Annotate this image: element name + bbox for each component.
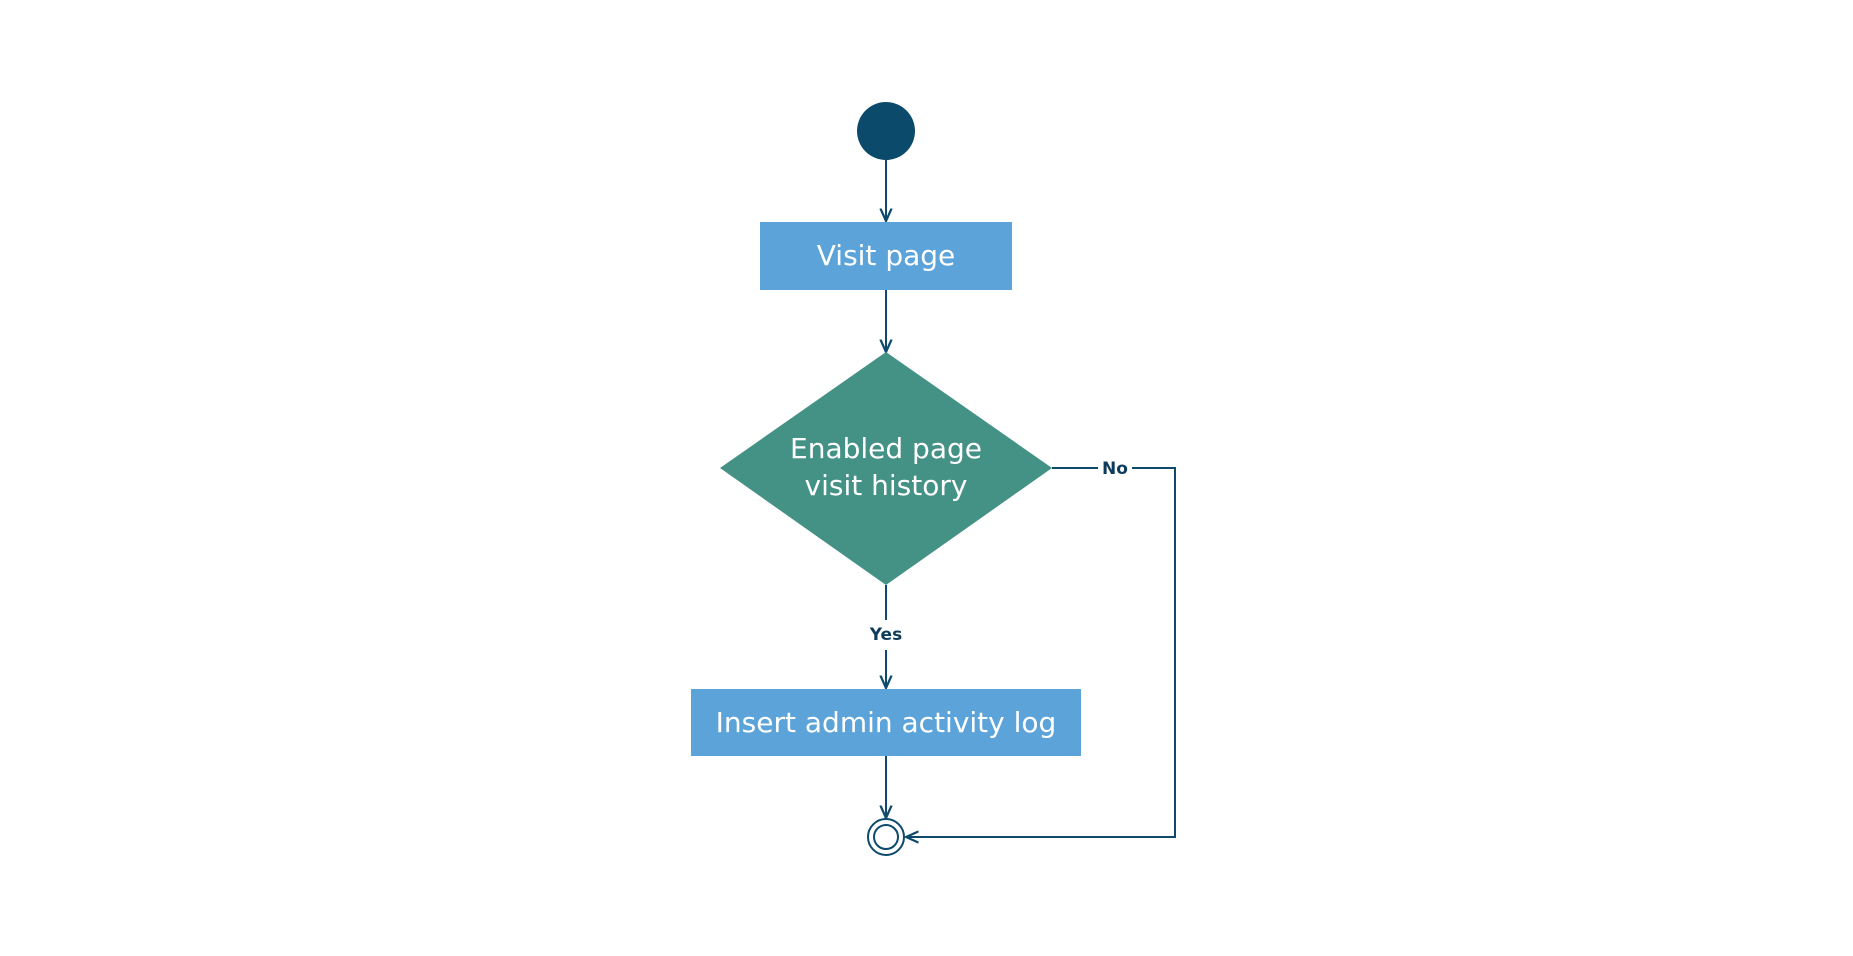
decision-enabled-history	[720, 352, 1052, 585]
action-insert-log	[691, 689, 1081, 756]
action-insert-log-label: Insert admin activity log	[716, 706, 1057, 739]
action-visit-page	[760, 222, 1012, 290]
final-node-inner	[873, 824, 899, 850]
edge-label-yes: Yes	[869, 625, 902, 645]
decision-label-line2: visit history	[805, 469, 968, 502]
decision-label-line1: Enabled page	[790, 432, 982, 465]
action-visit-page-label: Visit page	[817, 239, 956, 272]
edge-no-segment2	[906, 467, 1176, 837]
start-node	[857, 102, 915, 160]
edge-label-no: No	[1102, 459, 1128, 479]
